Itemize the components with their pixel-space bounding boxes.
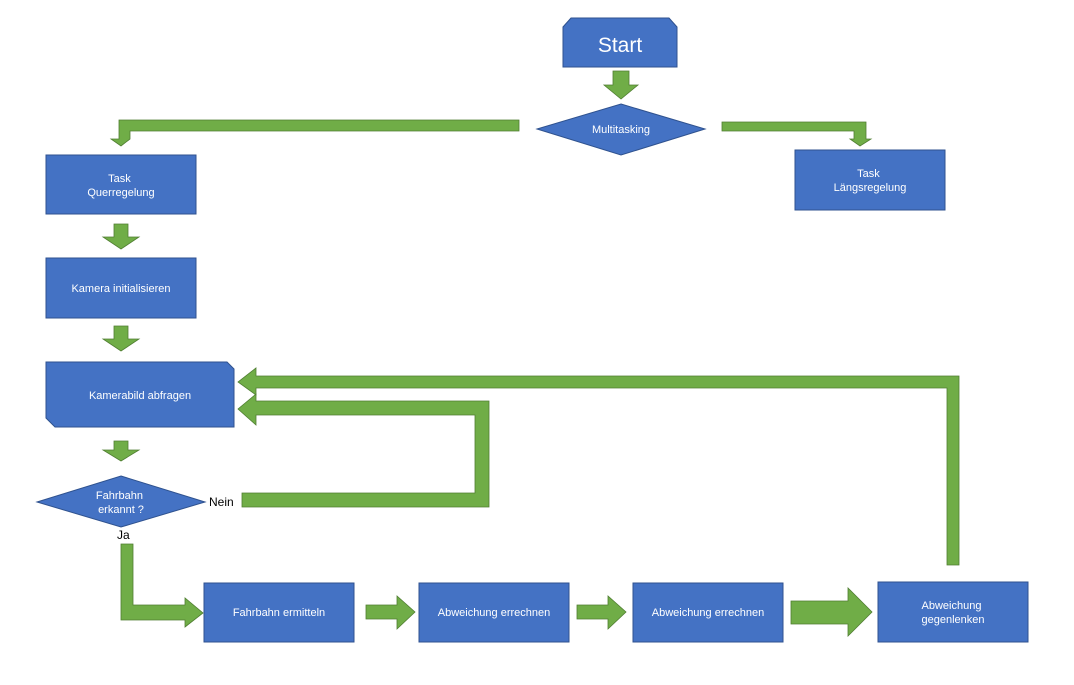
fahrbahn-ermitteln-label: Fahrbahn ermitteln [233,607,325,619]
fahrbahn-erkannt-line-1: Fahrbahn [96,490,143,502]
arrow-ja-to-ermitteln [120,543,204,628]
start-label: Start [598,34,643,57]
task-querregelung-line-2: Querregelung [87,187,154,199]
abweichung-gegenlenken-line-2: gegenlenken [921,614,984,626]
arrow-abweichung-1-to-2 [576,595,627,630]
arrow-multitasking-to-laengs [721,121,873,147]
start-node [562,17,678,68]
fahrbahn-ermitteln-node [203,582,355,643]
task-laengsregelung-node [794,149,946,211]
arrow-start-to-multitasking [602,70,640,100]
abweichung-errechnen-2-label: Abweichung errechnen [652,607,765,619]
nein-label: Nein [209,495,234,509]
arrow-nein-loop [237,393,490,508]
kamerabild-abfragen-node [45,361,235,428]
task-laengsregelung-line-2: Längsregelung [834,182,907,194]
abweichung-gegenlenken-label: Abweichung gegenlenken [921,600,984,626]
arrow-kamera-init-to-kamerabild [101,325,141,352]
task-laengsregelung-label: Task Längsregelung [834,168,907,194]
arrow-ermitteln-to-abweichung-1 [365,595,416,630]
fahrbahn-erkannt-label: Fahrbahn erkannt ? [96,490,146,516]
abweichung-errechnen-1-label: Abweichung errechnen [438,607,551,619]
multitasking-label: Multitasking [592,124,650,136]
arrow-kamerabild-to-decision [101,440,141,462]
kamera-initialisieren-label: Kamera initialisieren [71,283,170,295]
kamera-initialisieren-node [45,257,197,319]
fahrbahn-erkannt-decision [35,475,207,528]
task-querregelung-node [45,154,197,215]
task-laengsregelung-line-1: Task [857,168,880,180]
multitasking-decision [535,103,707,156]
abweichung-gegenlenken-line-1: Abweichung [922,600,982,612]
task-querregelung-line-1: Task [108,173,131,185]
kamerabild-abfragen-label: Kamerabild abfragen [89,390,191,402]
task-querregelung-label: Task Querregelung [87,173,154,199]
arrow-quer-to-kamera-init [101,223,141,250]
arrow-multitasking-to-quer [109,119,520,147]
abweichung-errechnen-2-node [632,582,784,643]
arrow-abweichung-2-to-gegenlenken [790,587,873,637]
arrow-gegenlenken-loop [237,367,960,566]
fahrbahn-erkannt-line-2: erkannt ? [98,504,144,516]
abweichung-gegenlenken-node [877,581,1029,643]
ja-label: Ja [117,528,130,542]
abweichung-errechnen-1-node [418,582,570,643]
